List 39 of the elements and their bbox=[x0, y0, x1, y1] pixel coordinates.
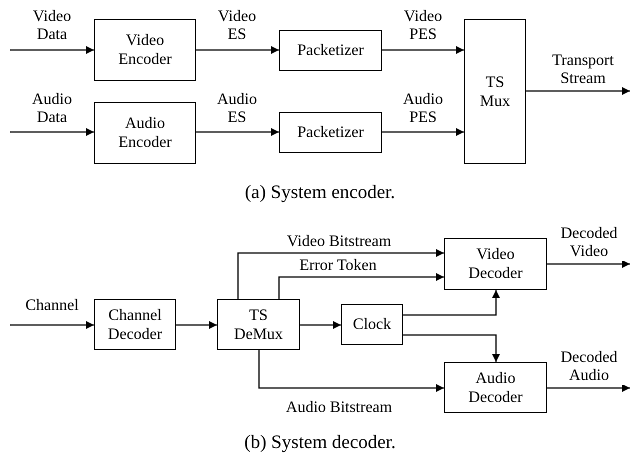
process-box bbox=[444, 362, 547, 413]
arrow bbox=[278, 273, 444, 299]
process-box bbox=[279, 112, 382, 153]
process-box bbox=[464, 19, 526, 164]
process-box bbox=[444, 238, 547, 290]
arrow bbox=[10, 321, 94, 329]
arrow bbox=[176, 321, 217, 329]
arrow bbox=[547, 384, 630, 392]
box-label: Video Decoder bbox=[467, 245, 524, 283]
arrow bbox=[196, 128, 279, 136]
figure-caption: (a) System encoder. bbox=[244, 182, 396, 204]
arrow bbox=[258, 350, 444, 392]
arrow bbox=[526, 87, 630, 95]
arrow bbox=[10, 128, 94, 136]
arrow bbox=[403, 334, 500, 362]
box-label: Packetizer bbox=[297, 41, 364, 60]
process-box bbox=[341, 304, 403, 345]
arrow bbox=[237, 249, 444, 299]
arrow bbox=[300, 321, 341, 329]
arrow bbox=[196, 46, 279, 54]
arrow bbox=[382, 128, 464, 136]
process-box bbox=[217, 299, 300, 350]
arrow bbox=[10, 46, 94, 54]
process-box bbox=[94, 19, 196, 81]
box-label: TS DeMux bbox=[233, 306, 284, 344]
arrow bbox=[403, 290, 500, 316]
box-label: Clock bbox=[352, 315, 392, 334]
arrow bbox=[547, 260, 630, 268]
process-box bbox=[94, 102, 196, 164]
box-label: Video Encoder bbox=[117, 31, 173, 69]
box-label: TS Mux bbox=[478, 72, 512, 110]
process-box bbox=[279, 30, 382, 71]
box-label: Audio Decoder bbox=[467, 368, 524, 406]
box-label: Packetizer bbox=[297, 123, 364, 142]
process-box bbox=[94, 299, 176, 350]
arrow bbox=[382, 46, 464, 54]
box-label: Audio Encoder bbox=[117, 114, 173, 152]
box-label: Channel Decoder bbox=[106, 306, 164, 344]
figure-caption: (b) System decoder. bbox=[243, 432, 397, 454]
